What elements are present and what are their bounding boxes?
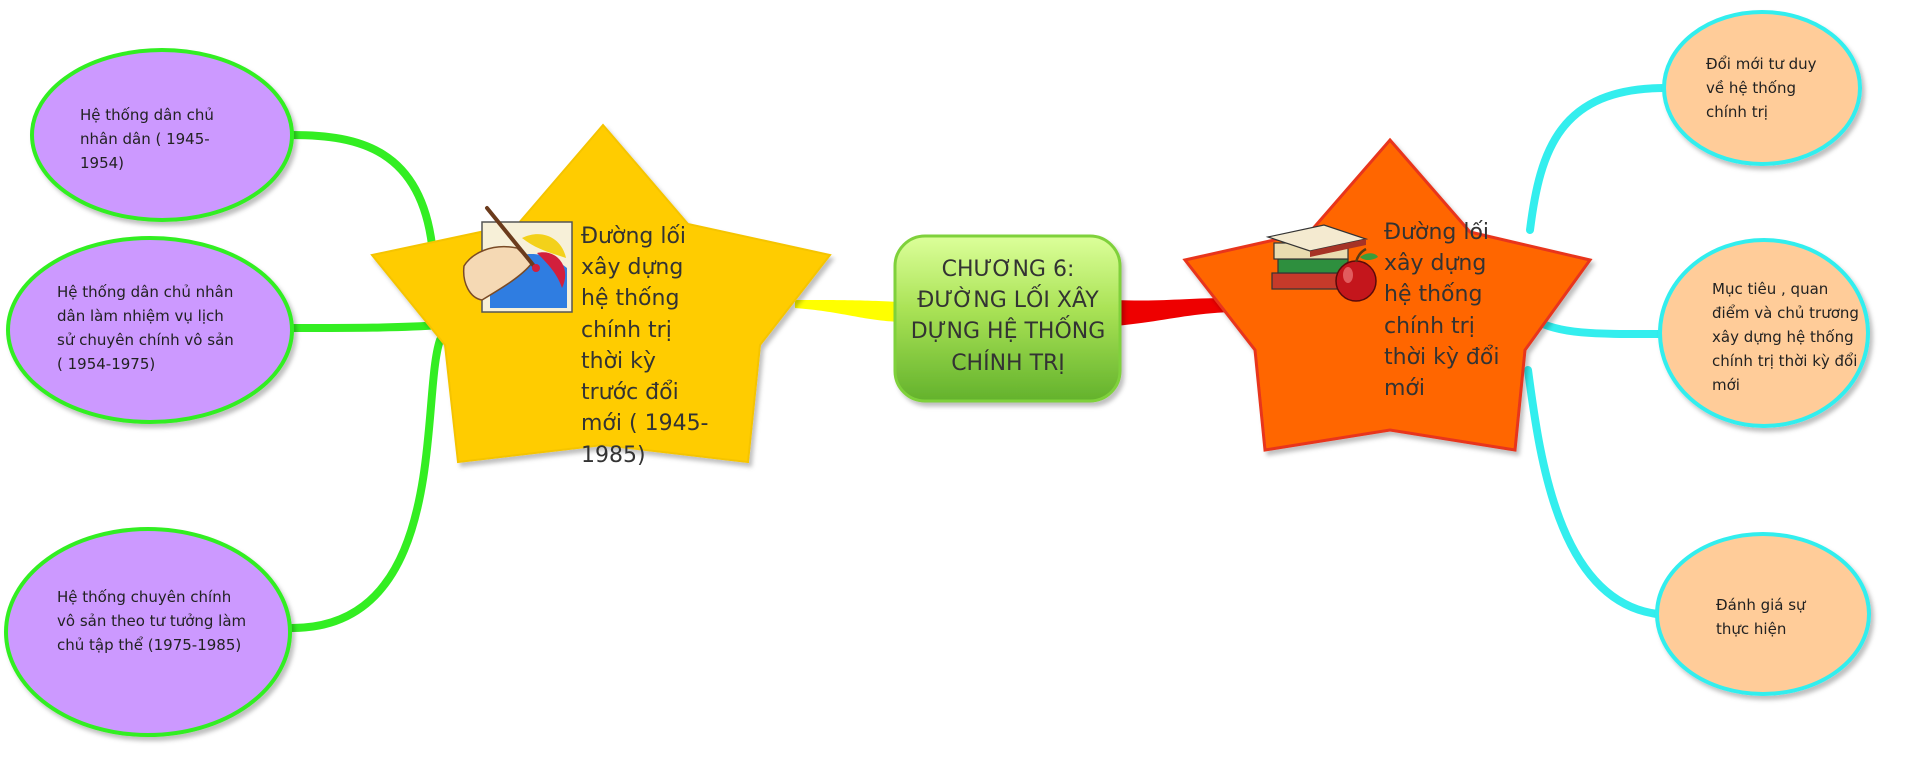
left-star-shape — [370, 123, 832, 464]
right-node-3-text: Đánh giá sự thực hiện — [1716, 596, 1806, 638]
center-node-shape — [893, 234, 1122, 403]
branch-right — [1115, 298, 1230, 326]
branch-left — [795, 300, 900, 322]
left-connectors — [288, 131, 444, 632]
right-connectors — [1524, 84, 1676, 619]
right-star-shape — [1182, 137, 1593, 452]
left-node-2-text: Hệ thống dân chủ nhân dân làm nhiệm vụ l… — [57, 283, 234, 373]
right-node-2-text: Mục tiêu , quan điểm và chủ trương xây d… — [1712, 280, 1859, 394]
left-node-3-text: Hệ thống chuyên chính vô sản theo tư tưở… — [57, 588, 247, 654]
right-node-shapes — [1655, 10, 1871, 696]
center-node-title: CHƯƠNG 6: ĐƯỜNG LỐI XÂY DỰNG HỆ THỐNG CH… — [910, 257, 1106, 376]
right-node-1-text: Đổi mới tư duy về hệ thống chính trị — [1706, 55, 1817, 121]
left-node-1-text: Hệ thống dân chủ nhân dân ( 1945-1954) — [80, 106, 214, 172]
right-star-title: Đường lối xây dựng hệ thống chính trị th… — [1384, 220, 1500, 402]
left-node-shapes — [4, 48, 294, 737]
books-apple-icon — [1265, 224, 1378, 302]
paint-brush-hand-icon — [462, 206, 573, 313]
left-star-title: Đường lối xây dựng hệ thống chính trị th… — [581, 224, 709, 468]
